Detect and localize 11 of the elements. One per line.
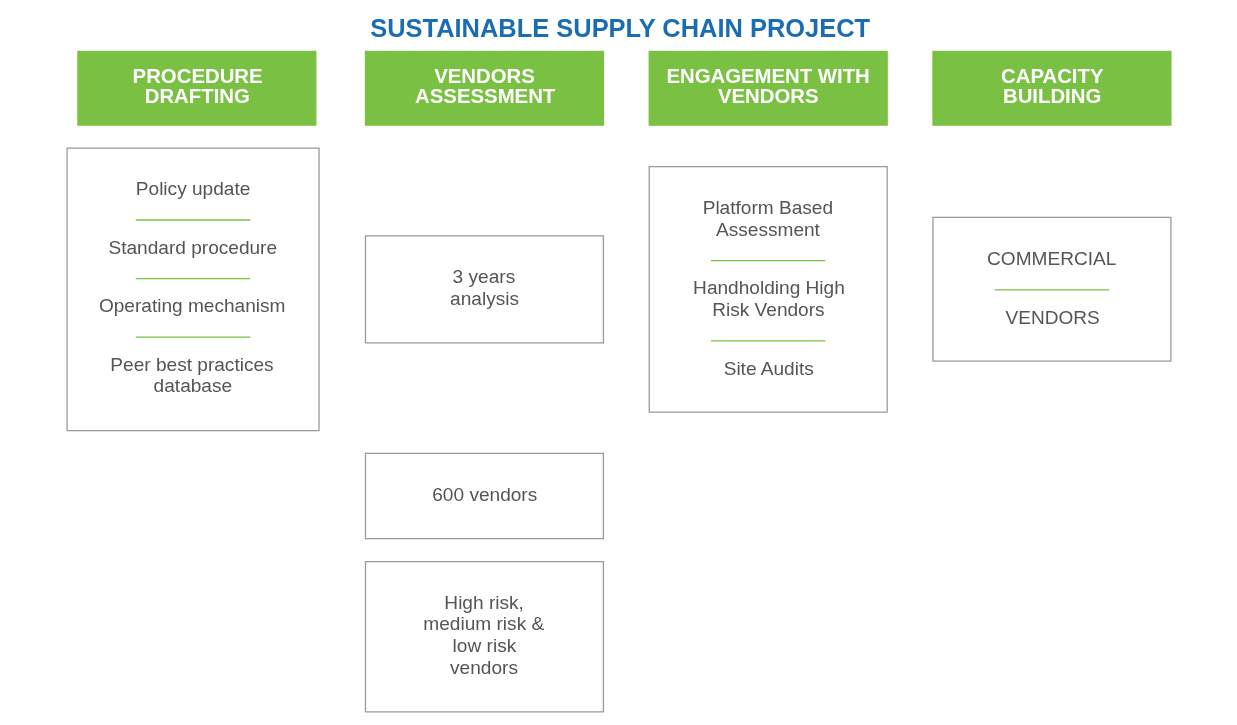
- node-box: VENDORS ASSESSMENT: [364, 50, 604, 126]
- node-box: Platform Based Assessment Handholding High Risk Vendors Site Audits: [648, 165, 888, 413]
- node-box: CAPACITY BUILDING: [931, 50, 1172, 126]
- node-box: High risk, medium risk & low risk vendors: [364, 561, 604, 713]
- node-box: ENGAGEMENT WITH VENDORS: [648, 50, 888, 126]
- node-box: COMMERCIAL VENDORS: [931, 216, 1172, 362]
- node-box: Policy update Standard procedure Operating mechanism Peer best practices database: [65, 147, 320, 432]
- diagram-title: SUSTAINABLE SUPPLY CHAIN PROJECT: [369, 14, 870, 43]
- node-box: 600 vendors: [364, 452, 604, 540]
- node-box: 3 years analysis: [364, 235, 604, 344]
- node-box: PROCEDURE DRAFTING: [76, 50, 316, 126]
